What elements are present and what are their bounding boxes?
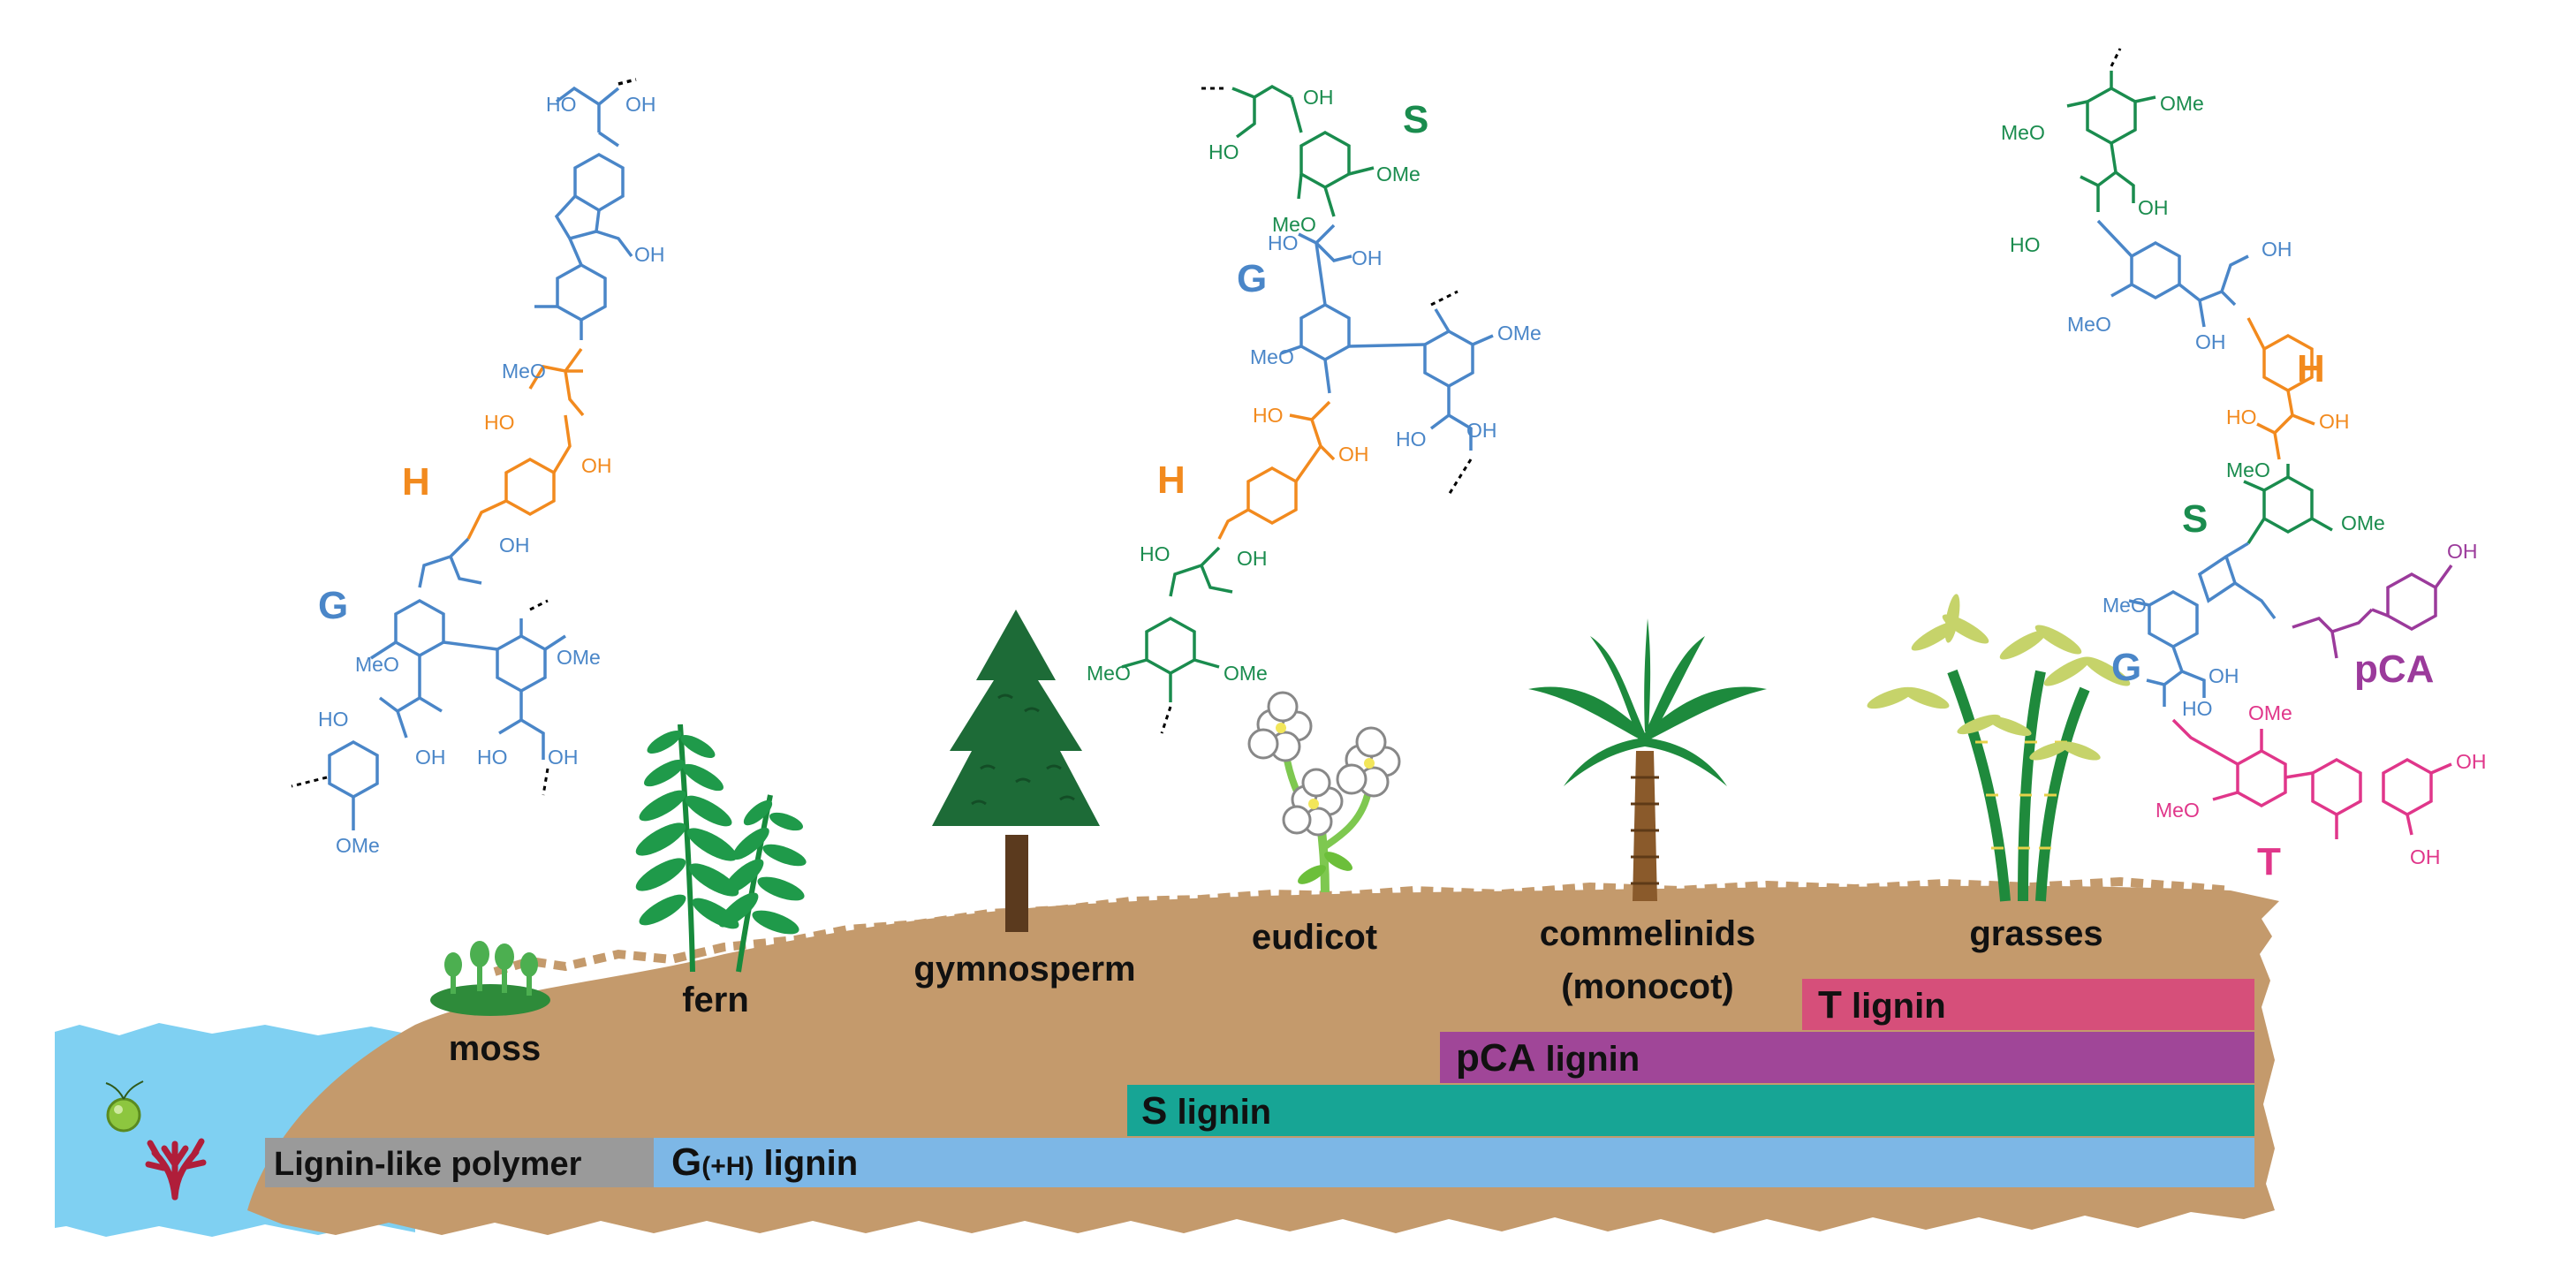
structure-g-h-lignin: HO OH OH MeO OH MeO OMe HO OH HO OH OMe … xyxy=(291,78,665,857)
bar-label-pca-lignin: pCA lignin xyxy=(1456,1036,1640,1080)
svg-text:OH: OH xyxy=(415,746,446,769)
svg-text:OH: OH xyxy=(1303,86,1334,109)
svg-text:MeO: MeO xyxy=(2156,799,2200,822)
svg-text:MeO: MeO xyxy=(1250,345,1294,368)
bar-lignin-like-polymer xyxy=(265,1138,654,1187)
svg-text:OH: OH xyxy=(1466,419,1497,442)
svg-text:MeO: MeO xyxy=(502,360,546,383)
label-fern: fern xyxy=(682,981,749,1019)
svg-text:OMe: OMe xyxy=(2248,701,2292,724)
bar-g-lignin xyxy=(654,1138,2254,1187)
unit-label-h: H xyxy=(2297,347,2325,390)
palm-tree-icon xyxy=(1528,618,1767,901)
moss-icon xyxy=(430,941,550,1016)
svg-text:HO: HO xyxy=(1268,231,1299,254)
svg-text:OH: OH xyxy=(634,243,665,266)
lignin-bars: Lignin-like polymer G(+H) lignin S ligni… xyxy=(265,979,2254,1187)
svg-text:MeO: MeO xyxy=(2067,313,2111,336)
svg-text:OH: OH xyxy=(2447,540,2478,563)
svg-text:OH: OH xyxy=(581,454,612,477)
bar-label-g-lignin: G(+H) lignin xyxy=(671,1140,858,1184)
svg-text:OH: OH xyxy=(499,534,530,557)
svg-text:MeO: MeO xyxy=(2226,458,2270,481)
bar-t-lignin xyxy=(1802,979,2254,1030)
svg-text:OH: OH xyxy=(548,746,579,769)
svg-text:HO: HO xyxy=(477,746,508,769)
bar-pca-lignin xyxy=(1440,1032,2254,1083)
label-grasses: grasses xyxy=(1969,914,2102,953)
svg-text:HO: HO xyxy=(318,708,349,731)
svg-text:MeO: MeO xyxy=(355,653,399,676)
bar-label-lignin-like: Lignin-like polymer xyxy=(274,1146,582,1183)
unit-label-h: H xyxy=(1157,458,1186,502)
green-alga-icon xyxy=(105,1080,144,1133)
fern-icon xyxy=(635,724,807,973)
svg-text:OMe: OMe xyxy=(1497,322,1542,345)
conifer-tree-icon xyxy=(932,610,1100,932)
structure-grass-lignin: MeO OMe HO OH MeO OMe OH MeO OH MeO HO O… xyxy=(2001,48,2487,883)
label-commelinids: commelinids xyxy=(1540,914,1756,953)
svg-text:OH: OH xyxy=(1352,246,1383,269)
label-moss: moss xyxy=(449,1029,542,1068)
svg-text:HO: HO xyxy=(2010,233,2041,256)
svg-text:OH: OH xyxy=(1338,443,1369,466)
svg-text:HO: HO xyxy=(1396,428,1427,451)
svg-text:HO: HO xyxy=(484,411,515,434)
svg-text:HO: HO xyxy=(2182,697,2213,720)
svg-text:OH: OH xyxy=(2138,196,2169,219)
bar-s-lignin xyxy=(1127,1085,2254,1136)
svg-text:HO: HO xyxy=(2226,405,2257,428)
unit-label-h: H xyxy=(402,460,430,504)
unit-label-g: G xyxy=(2111,646,2141,689)
unit-label-s: S xyxy=(2182,497,2208,541)
svg-text:OH: OH xyxy=(2456,750,2487,773)
svg-text:OH: OH xyxy=(625,93,656,116)
red-alga-icon xyxy=(145,1138,207,1201)
svg-text:OMe: OMe xyxy=(1224,662,1268,685)
svg-text:OH: OH xyxy=(2195,330,2226,353)
eudicot-flower-icon xyxy=(1247,691,1401,893)
svg-text:MeO: MeO xyxy=(1272,213,1316,236)
svg-text:OH: OH xyxy=(2209,664,2239,687)
svg-text:MeO: MeO xyxy=(1087,662,1131,685)
structure-g-s-h-lignin: OH HO OMe MeO HO OH MeO OMe HO OH OMe Me… xyxy=(1087,84,1542,734)
unit-label-pca: pCA xyxy=(2354,648,2434,691)
svg-text:OH: OH xyxy=(2319,410,2350,433)
svg-text:HO: HO xyxy=(546,93,577,116)
bar-label-t-lignin: T lignin xyxy=(1818,983,1946,1027)
svg-text:OMe: OMe xyxy=(336,834,380,857)
label-eudicot: eudicot xyxy=(1252,918,1377,957)
label-gymnosperm: gymnosperm xyxy=(913,950,1135,989)
svg-text:HO: HO xyxy=(1140,542,1171,565)
label-monocot: (monocot) xyxy=(1561,967,1734,1006)
svg-text:OMe: OMe xyxy=(1376,163,1421,186)
unit-label-g: G xyxy=(318,584,348,627)
unit-label-g: G xyxy=(1237,257,1267,300)
svg-text:OMe: OMe xyxy=(2160,92,2204,115)
svg-text:OH: OH xyxy=(2262,238,2292,261)
svg-text:OMe: OMe xyxy=(2341,511,2385,534)
svg-text:MeO: MeO xyxy=(2102,594,2147,617)
unit-label-s: S xyxy=(1403,98,1428,141)
plant-labels: moss fern gymnosperm eudicot commelinids… xyxy=(449,914,2103,1068)
svg-text:OH: OH xyxy=(1237,547,1268,570)
svg-text:MeO: MeO xyxy=(2001,121,2045,144)
unit-label-t: T xyxy=(2257,840,2281,883)
svg-text:HO: HO xyxy=(1253,404,1284,427)
grass-bamboo-icon xyxy=(1867,594,2131,902)
bar-label-s-lignin: S lignin xyxy=(1141,1089,1271,1133)
svg-text:HO: HO xyxy=(1208,140,1239,163)
svg-text:OH: OH xyxy=(2410,845,2441,868)
svg-text:OMe: OMe xyxy=(557,646,601,669)
